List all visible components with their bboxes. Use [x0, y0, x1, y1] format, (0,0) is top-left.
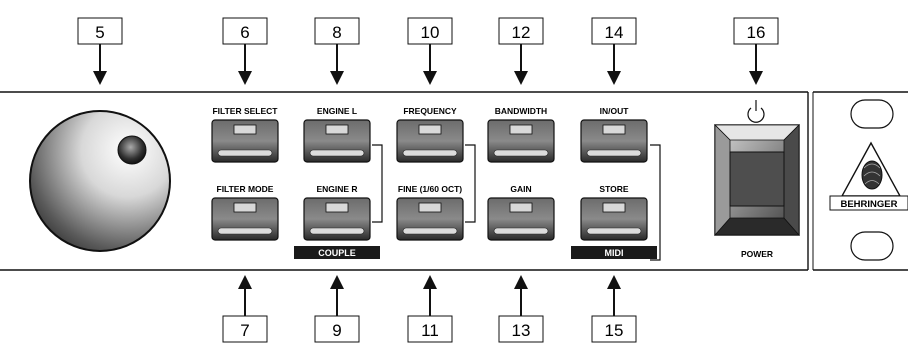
frequency-bracket: [465, 144, 476, 223]
led-indicator: [509, 124, 533, 135]
callout-5: 5: [77, 17, 123, 85]
svg-text:FINE (1/60 OCT): FINE (1/60 OCT): [398, 184, 462, 194]
callout-11: 11: [407, 275, 453, 343]
svg-text:9: 9: [332, 321, 341, 340]
callout-14: 14: [591, 17, 637, 85]
bandwidth-button[interactable]: BANDWIDTH: [487, 106, 555, 163]
callout-6: 6: [222, 17, 268, 85]
fine-button[interactable]: FINE (1/60 OCT): [396, 184, 464, 241]
callout-7: 7: [222, 275, 268, 343]
callout-8: 8: [314, 17, 360, 85]
svg-text:FILTER SELECT: FILTER SELECT: [212, 106, 278, 116]
svg-text:ENGINE L: ENGINE L: [317, 106, 357, 116]
callout-13: 13: [498, 275, 544, 343]
svg-text:14: 14: [605, 23, 624, 42]
frequency-button[interactable]: FREQUENCY: [396, 106, 464, 163]
svg-text:13: 13: [512, 321, 531, 340]
led-indicator: [602, 124, 626, 135]
led-indicator: [233, 124, 257, 135]
led-indicator: [325, 202, 349, 213]
svg-text:MIDI: MIDI: [605, 248, 624, 258]
power-switch[interactable]: [714, 124, 800, 237]
behringer-face-logo: [840, 141, 902, 197]
midi-bracket: [650, 144, 661, 261]
svg-text:6: 6: [240, 23, 249, 42]
engine-l-button[interactable]: ENGINE L: [303, 106, 371, 163]
callout-15: 15: [591, 275, 637, 343]
svg-text:10: 10: [421, 23, 440, 42]
svg-text:STORE: STORE: [599, 184, 628, 194]
power-label: POWER: [741, 249, 773, 259]
led-indicator: [418, 202, 442, 213]
in-out-button[interactable]: IN/OUT: [580, 106, 648, 163]
brand-logo: BEHRINGER: [829, 195, 908, 211]
jog-wheel[interactable]: [29, 110, 171, 252]
couple-label: COUPLE: [294, 246, 380, 259]
svg-text:8: 8: [332, 23, 341, 42]
svg-text:12: 12: [512, 23, 531, 42]
rack-hole-top: [850, 99, 894, 129]
svg-text:GAIN: GAIN: [510, 184, 531, 194]
svg-text:11: 11: [421, 321, 439, 340]
svg-text:15: 15: [605, 321, 624, 340]
callout-12: 12: [498, 17, 544, 85]
midi-label: MIDI: [571, 246, 657, 259]
callout-9: 9: [314, 275, 360, 343]
led-indicator: [418, 124, 442, 135]
power-standby-icon: [747, 100, 765, 123]
svg-text:COUPLE: COUPLE: [318, 248, 356, 258]
svg-text:IN/OUT: IN/OUT: [600, 106, 630, 116]
svg-text:ENGINE R: ENGINE R: [316, 184, 357, 194]
callout-10: 10: [407, 17, 453, 85]
store-button[interactable]: STORE: [580, 184, 648, 241]
svg-text:7: 7: [240, 321, 249, 340]
svg-text:BEHRINGER: BEHRINGER: [840, 199, 897, 210]
svg-text:FREQUENCY: FREQUENCY: [403, 106, 457, 116]
svg-text:16: 16: [747, 23, 766, 42]
filter-mode-button[interactable]: FILTER MODE: [211, 184, 279, 241]
gain-button[interactable]: GAIN: [487, 184, 555, 241]
filter-select-button[interactable]: FILTER SELECT: [211, 106, 279, 163]
engine-r-button[interactable]: ENGINE R: [303, 184, 371, 241]
svg-text:BANDWIDTH: BANDWIDTH: [495, 106, 547, 116]
led-indicator: [325, 124, 349, 135]
svg-text:FILTER MODE: FILTER MODE: [217, 184, 274, 194]
led-indicator: [509, 202, 533, 213]
led-indicator: [602, 202, 626, 213]
svg-text:5: 5: [95, 23, 104, 42]
callout-16: 16: [733, 17, 779, 85]
couple-bracket: [372, 144, 383, 223]
rack-hole-bottom: [850, 231, 894, 261]
led-indicator: [233, 202, 257, 213]
